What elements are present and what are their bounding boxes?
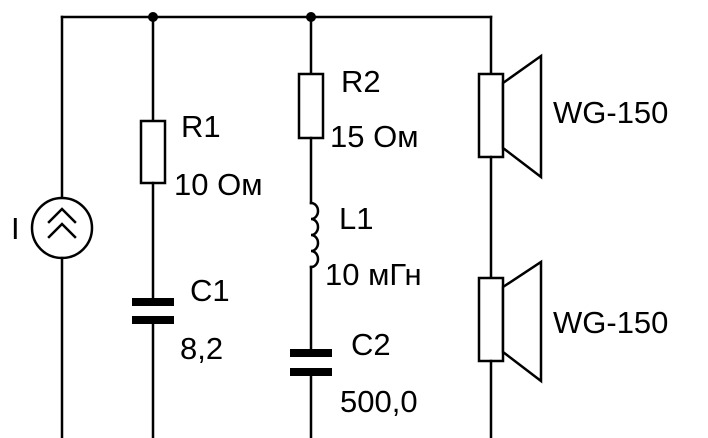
current-source-symbol: [30, 196, 94, 260]
speaker-2-label: WG-150: [553, 305, 669, 340]
r1-value-label: 10 Ом: [174, 167, 263, 202]
l1-inductor: [309, 201, 320, 269]
source-arrow-lower: [47, 222, 77, 239]
c1-name-label: C1: [190, 273, 230, 308]
junction-node-1: [148, 12, 158, 22]
speaker-2-magnet: [477, 276, 505, 363]
speaker-1-magnet: [477, 72, 505, 159]
junction-node-2: [306, 12, 316, 22]
c1-plate-bottom: [132, 316, 174, 324]
speaker-1-cone: [501, 53, 543, 180]
r2-name-label: R2: [341, 64, 381, 99]
source-label: I: [11, 211, 20, 246]
c2-plate-bottom: [290, 368, 332, 376]
source-arrow-upper: [47, 207, 77, 224]
c1-plate-top: [132, 298, 174, 306]
r2-resistor: [297, 72, 325, 140]
c2-name-label: C2: [351, 327, 391, 362]
c1-value-label: 8,2: [180, 331, 224, 366]
c2-value-label: 500,0: [340, 384, 418, 419]
r1-resistor: [139, 119, 167, 185]
speaker-2-cone: [501, 259, 543, 384]
r1-name-label: R1: [181, 109, 221, 144]
r2-value-label: 15 Ом: [330, 119, 419, 154]
l1-value-label: 10 мГн: [325, 257, 422, 292]
l1-name-label: L1: [339, 201, 374, 236]
speaker-1-label: WG-150: [553, 95, 669, 130]
c2-plate-top: [290, 349, 332, 357]
